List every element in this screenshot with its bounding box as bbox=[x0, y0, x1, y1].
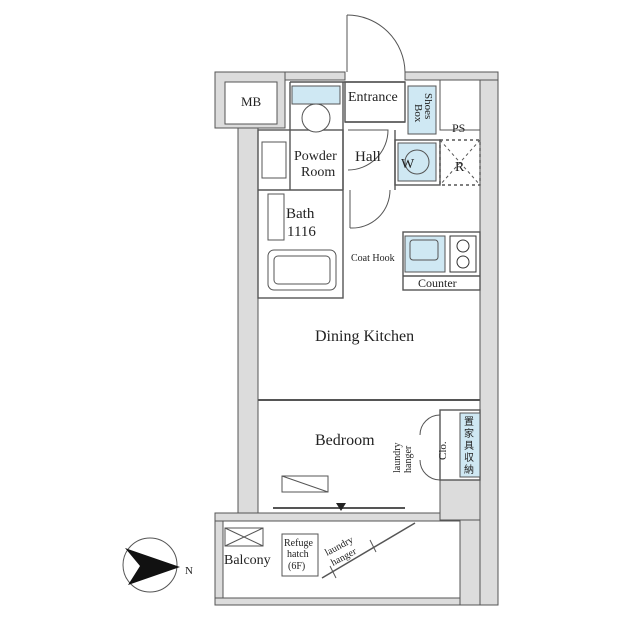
refuge-hatch-label-1: Refuge bbox=[284, 538, 313, 549]
balcony-ac-outdoor bbox=[224, 527, 264, 547]
mb-box bbox=[224, 81, 278, 125]
bathtub-inner bbox=[273, 255, 331, 285]
bath-label-2: 1116 bbox=[287, 224, 316, 240]
wall-balcony-left bbox=[214, 520, 224, 606]
counter-label: Counter bbox=[418, 276, 457, 290]
storage-label-4: 収 bbox=[464, 452, 474, 464]
refuge-hatch-box bbox=[281, 533, 319, 577]
storage-label-3: 具 bbox=[464, 440, 474, 452]
bath-label-1: Bath bbox=[286, 206, 315, 222]
counter-outline bbox=[402, 231, 481, 291]
entrance-door-swing bbox=[346, 14, 406, 73]
washing-machine-icon bbox=[397, 142, 437, 182]
bedroom-label: Bedroom bbox=[315, 432, 375, 449]
box-label: Box bbox=[412, 104, 424, 123]
wall-corner-bottom-right bbox=[439, 479, 481, 521]
fridge-outline bbox=[439, 139, 481, 186]
ac-outdoor-cross-2 bbox=[224, 527, 264, 547]
bedroom-laundry-label-2: hanger bbox=[403, 445, 414, 473]
washer-label: W bbox=[401, 157, 415, 172]
balcony-laundry-bar bbox=[321, 522, 416, 579]
toilet-icon bbox=[301, 103, 331, 133]
coat-hook-label: Coat Hook bbox=[351, 253, 395, 264]
ps-area bbox=[439, 79, 481, 131]
north-label: N bbox=[185, 565, 193, 577]
bath-bench bbox=[267, 193, 285, 241]
fridge-cross-2 bbox=[439, 139, 481, 186]
mb-label: MB bbox=[241, 94, 262, 109]
powder-door-swing bbox=[347, 129, 389, 171]
gas-stove-icon bbox=[449, 235, 477, 273]
shoes-label: Shoes bbox=[422, 93, 434, 119]
storage-label-5: 納 bbox=[464, 463, 474, 476]
wall-right bbox=[479, 74, 499, 606]
ps-label: PS bbox=[452, 121, 465, 135]
north-compass-icon bbox=[122, 537, 180, 593]
powder-room-label-1: Powder bbox=[294, 149, 337, 164]
wall-column-bottom-right bbox=[459, 519, 481, 606]
kitchen-sink-icon bbox=[404, 235, 446, 273]
closet-label: Clo. bbox=[437, 441, 449, 460]
bedroom-laundry-label-1: laundry bbox=[392, 442, 403, 473]
basin-icon bbox=[261, 141, 287, 179]
washer-outline bbox=[394, 139, 441, 186]
kitchen-sink-bowl bbox=[409, 239, 439, 261]
storage-box bbox=[459, 412, 481, 478]
closet-door-2 bbox=[419, 459, 441, 481]
refuge-hatch-label-2: hatch bbox=[287, 549, 309, 560]
balcony bbox=[224, 520, 440, 579]
hall-label: Hall bbox=[355, 149, 381, 165]
sash-marker-icon bbox=[336, 503, 346, 511]
refuge-hatch-label-3: (6F) bbox=[288, 561, 305, 572]
hall-door-swing bbox=[349, 189, 391, 229]
entrance-label: Entrance bbox=[348, 90, 398, 105]
wall-top-right bbox=[404, 71, 499, 81]
wall-left bbox=[237, 127, 259, 514]
storage-label-2: 家 bbox=[464, 427, 474, 440]
laundry-tick-1 bbox=[329, 565, 337, 579]
shoes-box bbox=[407, 85, 437, 135]
fridge-label: R bbox=[455, 160, 465, 175]
laundry-tick-2 bbox=[369, 539, 377, 553]
closet-door-1 bbox=[419, 414, 441, 436]
dining-kitchen-label: Dining Kitchen bbox=[315, 328, 414, 345]
powder-room-label-2: Room bbox=[301, 165, 335, 180]
wall-balcony-bottom bbox=[214, 597, 481, 606]
bathtub-icon bbox=[267, 249, 337, 291]
storage-label-1: 置 bbox=[464, 416, 474, 428]
ac-unit-mark bbox=[281, 475, 329, 493]
doors bbox=[346, 14, 441, 481]
balcony-label: Balcony bbox=[224, 553, 271, 568]
sink-icon bbox=[291, 85, 341, 105]
washer-drum bbox=[404, 149, 430, 175]
